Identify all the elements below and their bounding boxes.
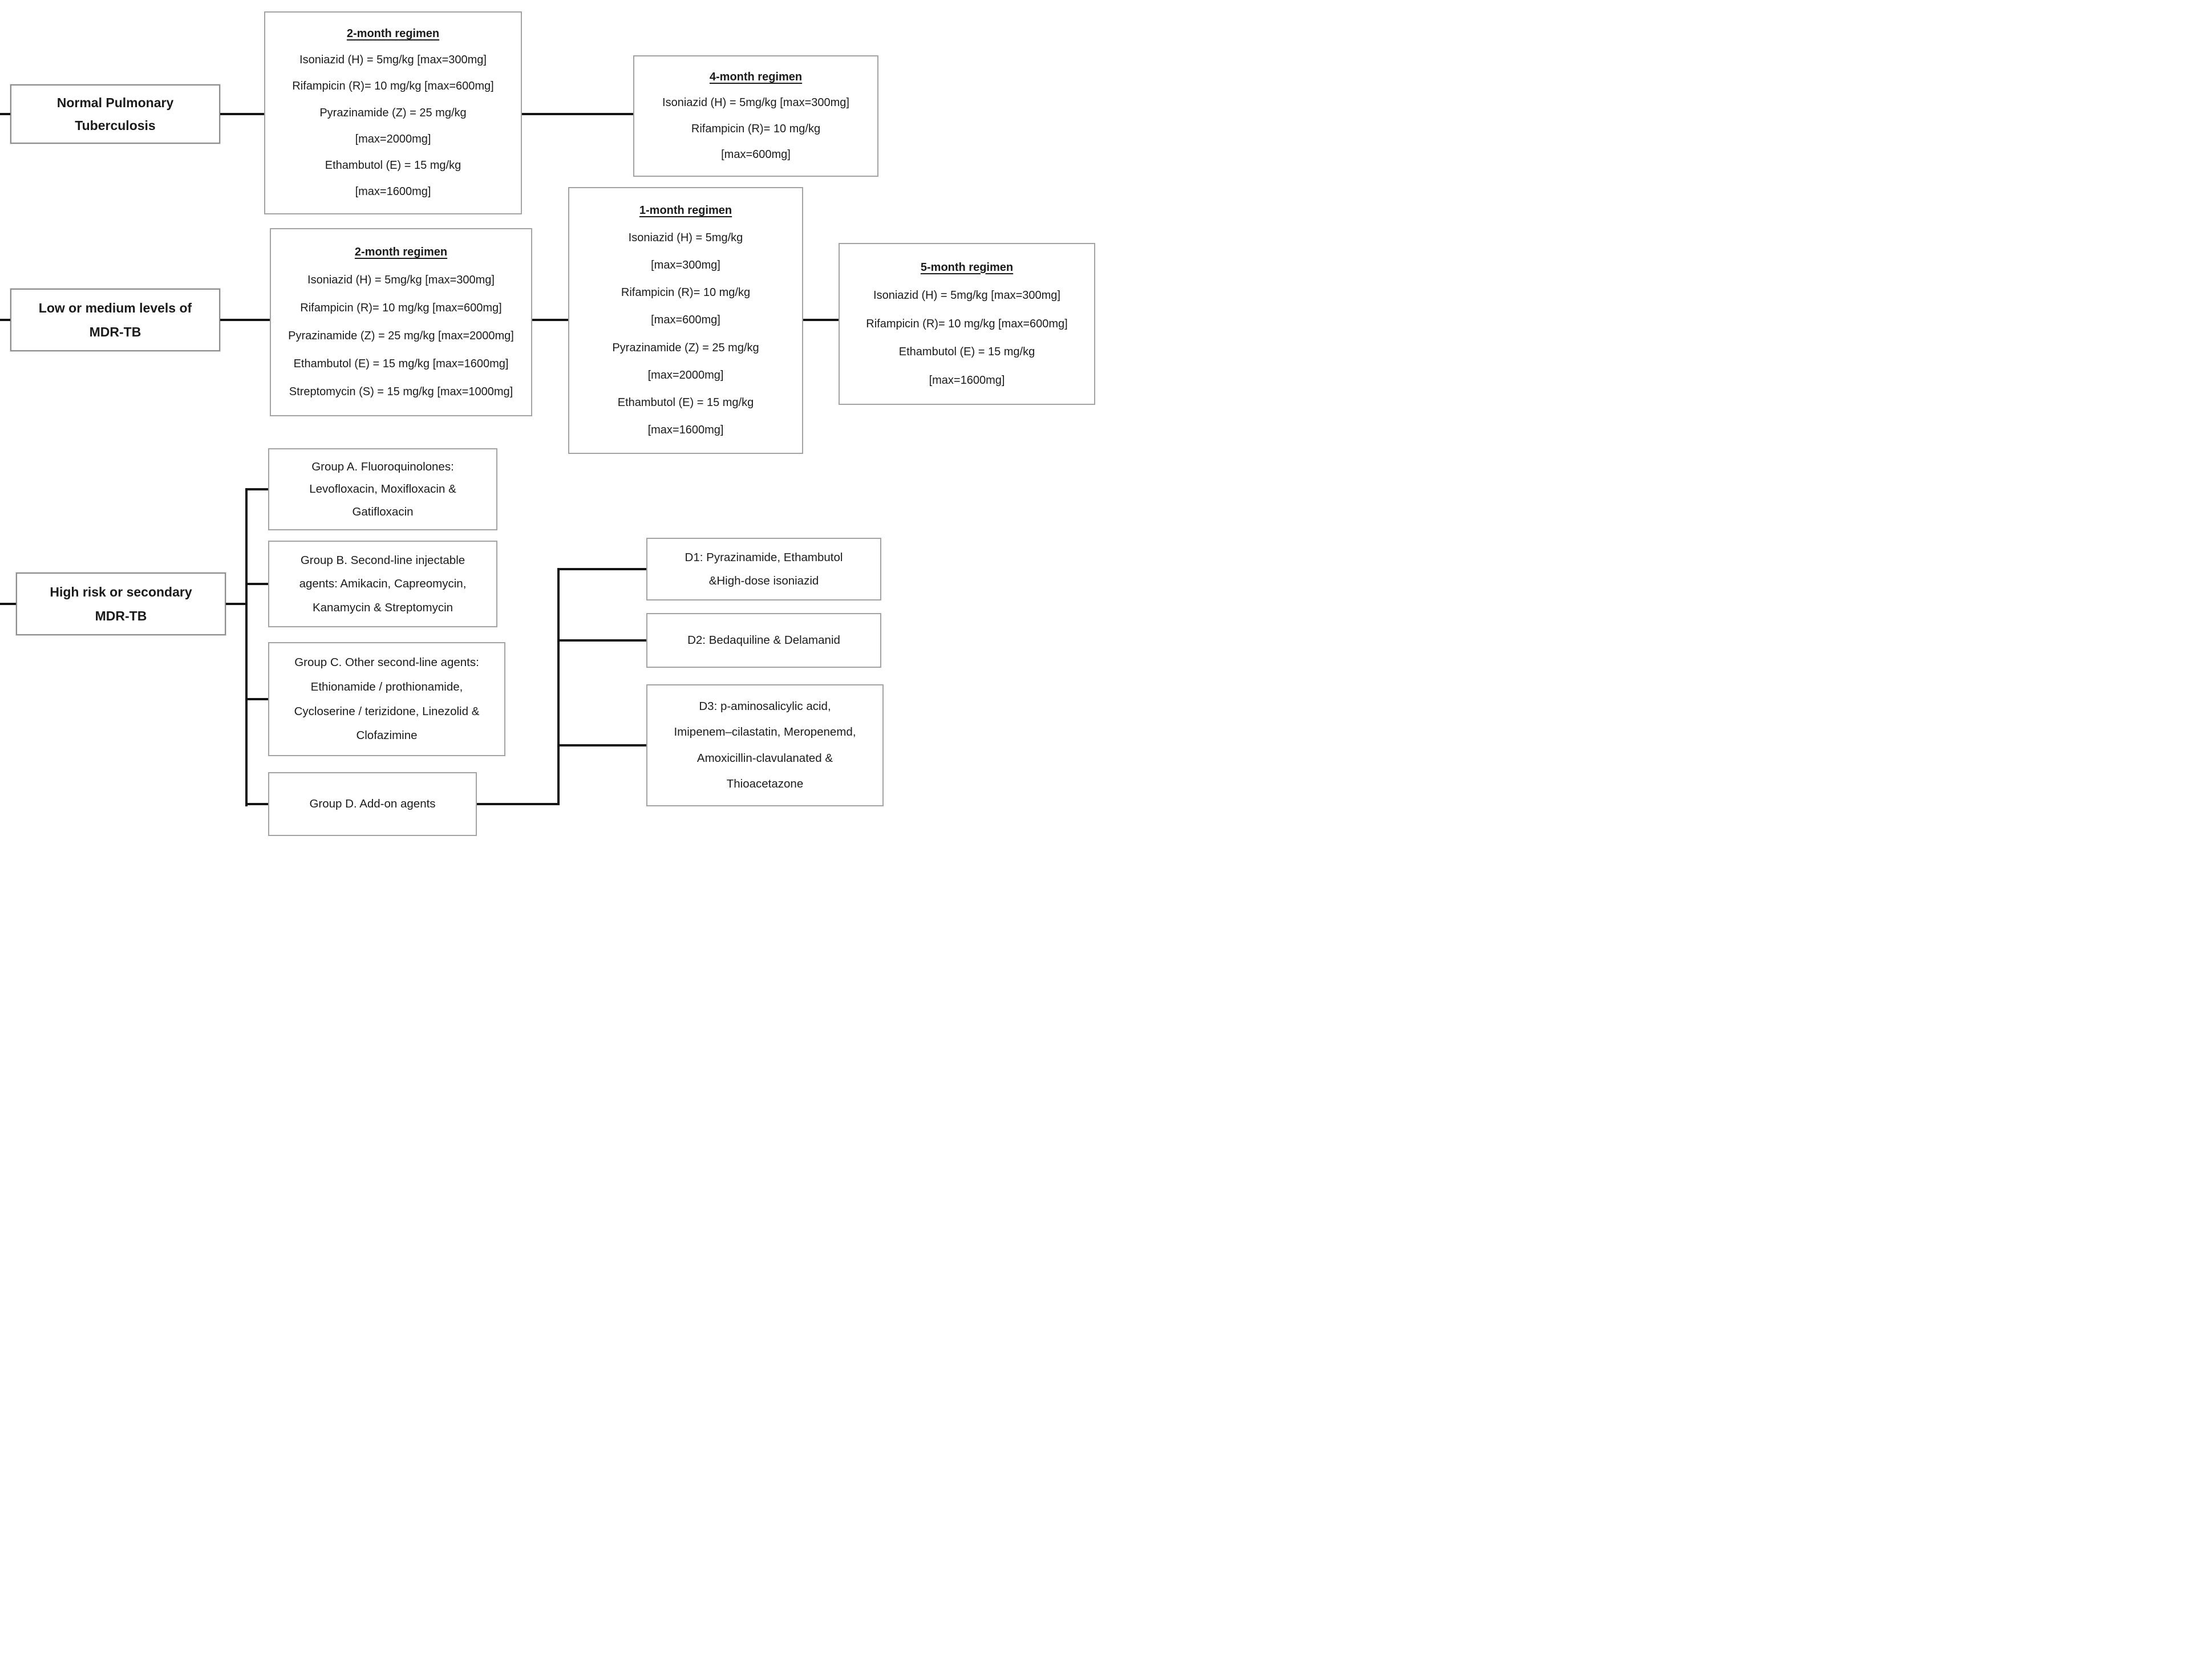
text-line: Rifampicin (R)= 10 mg/kg [max=600mg] bbox=[292, 80, 494, 93]
text-line: Cycloserine / terizidone, Linezolid & bbox=[294, 704, 480, 718]
text-line: Normal Pulmonary bbox=[56, 95, 174, 110]
text-line: Group C. Other second-line agents: bbox=[294, 656, 479, 669]
connector-left-stub-row3 bbox=[0, 603, 16, 605]
text-line: Ethionamide / prothionamide, bbox=[310, 680, 463, 693]
text-line: Isoniazid (H) = 5mg/kg bbox=[628, 232, 743, 245]
node-group-b-injectable-agents: Group B. Second-line injectable agents: … bbox=[268, 541, 497, 627]
text-line: [max=1600mg] bbox=[355, 185, 431, 198]
node-group-a-fluoroquinolones: Group A. Fluoroquinolones: Levofloxacin,… bbox=[268, 448, 497, 530]
text-line: D1: Pyrazinamide, Ethambutol bbox=[685, 550, 843, 564]
text-line: [max=2000mg] bbox=[647, 368, 724, 382]
node-d1: D1: Pyrazinamide, Ethambutol &High-dose … bbox=[646, 538, 881, 600]
connector-branch-to-d2 bbox=[557, 639, 646, 642]
text-line: [max=600mg] bbox=[651, 314, 720, 327]
node-title: 5-month regimen bbox=[920, 261, 1014, 274]
text-line: Ethambutol (E) = 15 mg/kg bbox=[898, 346, 1035, 358]
connector-left-stub-row2 bbox=[0, 319, 10, 321]
text-line: Ethambutol (E) = 15 mg/kg [max=1600mg] bbox=[293, 358, 509, 370]
text-line: Isoniazid (H) = 5mg/kg [max=300mg] bbox=[299, 54, 487, 67]
node-d3: D3: p-aminosalicylic acid, Imipenem–cila… bbox=[646, 684, 884, 806]
text-line: &High-dose isoniazid bbox=[708, 574, 819, 587]
connector-d-branch-vertical bbox=[557, 568, 560, 805]
connector-branch-to-d3 bbox=[557, 744, 646, 746]
connector-branch-to-group-a bbox=[245, 488, 268, 490]
text-line: [max=300mg] bbox=[651, 259, 720, 272]
node-title: 4-month regimen bbox=[709, 71, 803, 84]
text-line: Group D. Add-on agents bbox=[309, 797, 436, 811]
text-line: Group B. Second-line injectable bbox=[300, 553, 465, 567]
text-line: Amoxicillin-clavulanated & bbox=[696, 751, 833, 765]
text-line: Imipenem–cilastatin, Meropenemd, bbox=[674, 725, 856, 739]
connector-normaltb-to-2month bbox=[220, 113, 264, 115]
text-line: Kanamycin & Streptomycin bbox=[312, 600, 453, 614]
text-line: Streptomycin (S) = 15 mg/kg [max=1000mg] bbox=[289, 385, 513, 398]
connector-left-stub-row1 bbox=[0, 113, 10, 115]
node-group-c-other-second-line: Group C. Other second-line agents: Ethio… bbox=[268, 642, 505, 756]
connector-1month-to-5month bbox=[803, 319, 839, 321]
text-line: D2: Bedaquiline & Delamanid bbox=[687, 634, 840, 647]
text-line: Group A. Fluoroquinolones: bbox=[311, 460, 454, 473]
text-line: Levofloxacin, Moxifloxacin & bbox=[309, 482, 456, 496]
node-4-month-regimen: 4-month regimen Isoniazid (H) = 5mg/kg [… bbox=[633, 55, 878, 177]
node-high-risk-mdr-tb: High risk or secondary MDR-TB bbox=[16, 573, 226, 635]
connector-lowmedium-to-2month bbox=[220, 319, 270, 321]
text-line: Tuberculosis bbox=[75, 117, 156, 133]
text-line: Pyrazinamide (Z) = 25 mg/kg bbox=[319, 106, 467, 119]
text-line: Ethambutol (E) = 15 mg/kg bbox=[325, 159, 461, 172]
text-line: Rifampicin (R)= 10 mg/kg bbox=[621, 286, 751, 299]
node-title: 2-month regimen bbox=[354, 246, 448, 258]
text-line: Thioacetazone bbox=[726, 777, 804, 791]
text-line: Pyrazinamide (Z) = 25 mg/kg bbox=[612, 341, 759, 354]
node-1-month-regimen: 1-month regimen Isoniazid (H) = 5mg/kg [… bbox=[568, 187, 803, 454]
node-title: 1-month regimen bbox=[639, 204, 732, 217]
tb-treatment-flowchart: Normal Pulmonary Tuberculosis 2-month re… bbox=[0, 0, 1102, 840]
node-low-medium-mdr-tb: Low or medium levels of MDR-TB bbox=[10, 289, 220, 351]
text-line: agents: Amikacin, Capreomycin, bbox=[299, 577, 467, 591]
connector-2month-to-1month bbox=[532, 319, 568, 321]
connector-branch-to-d1 bbox=[557, 568, 646, 570]
text-line: Ethambutol (E) = 15 mg/kg bbox=[617, 396, 754, 409]
text-line: Rifampicin (R)= 10 mg/kg [max=600mg] bbox=[300, 302, 502, 314]
node-title: 2-month regimen bbox=[346, 27, 440, 40]
text-line: Low or medium levels of bbox=[38, 300, 192, 315]
node-5-month-regimen: 5-month regimen Isoniazid (H) = 5mg/kg [… bbox=[839, 243, 1095, 405]
connector-branch-to-group-b bbox=[245, 583, 268, 585]
node-2-month-regimen-normal-tb: 2-month regimen Isoniazid (H) = 5mg/kg [… bbox=[264, 11, 522, 214]
node-2-month-regimen-mdr-tb: 2-month regimen Isoniazid (H) = 5mg/kg [… bbox=[270, 228, 532, 416]
text-line: D3: p-aminosalicylic acid, bbox=[699, 699, 831, 713]
text-line: Isoniazid (H) = 5mg/kg [max=300mg] bbox=[873, 289, 1060, 302]
connector-2month-to-4month bbox=[522, 113, 633, 115]
text-line: Rifampicin (R)= 10 mg/kg bbox=[691, 122, 821, 135]
text-line: Clofazimine bbox=[356, 729, 418, 742]
node-d2: D2: Bedaquiline & Delamanid bbox=[646, 613, 881, 668]
connector-branch-to-group-c bbox=[245, 698, 268, 700]
text-line: [max=2000mg] bbox=[355, 132, 431, 145]
text-line: [max=1600mg] bbox=[929, 374, 1005, 387]
text-line: Pyrazinamide (Z) = 25 mg/kg [max=2000mg] bbox=[288, 330, 514, 342]
text-line: MDR-TB bbox=[89, 324, 141, 339]
connector-group-branch-vertical bbox=[245, 488, 248, 806]
text-line: High risk or secondary bbox=[50, 584, 192, 599]
connector-highrisk-to-branch bbox=[226, 603, 248, 605]
text-line: MDR-TB bbox=[95, 608, 147, 623]
text-line: Rifampicin (R)= 10 mg/kg [max=600mg] bbox=[866, 317, 1068, 330]
connector-groupd-to-branch bbox=[477, 803, 560, 805]
node-normal-pulmonary-tuberculosis: Normal Pulmonary Tuberculosis bbox=[10, 84, 220, 144]
connector-branch-to-group-d bbox=[245, 803, 268, 805]
text-line: [max=600mg] bbox=[721, 148, 791, 161]
text-line: [max=1600mg] bbox=[647, 423, 724, 436]
text-line: Isoniazid (H) = 5mg/kg [max=300mg] bbox=[307, 274, 495, 286]
node-group-d-addon-agents: Group D. Add-on agents bbox=[268, 772, 477, 836]
text-line: Gatifloxacin bbox=[352, 505, 414, 518]
text-line: Isoniazid (H) = 5mg/kg [max=300mg] bbox=[662, 96, 849, 109]
